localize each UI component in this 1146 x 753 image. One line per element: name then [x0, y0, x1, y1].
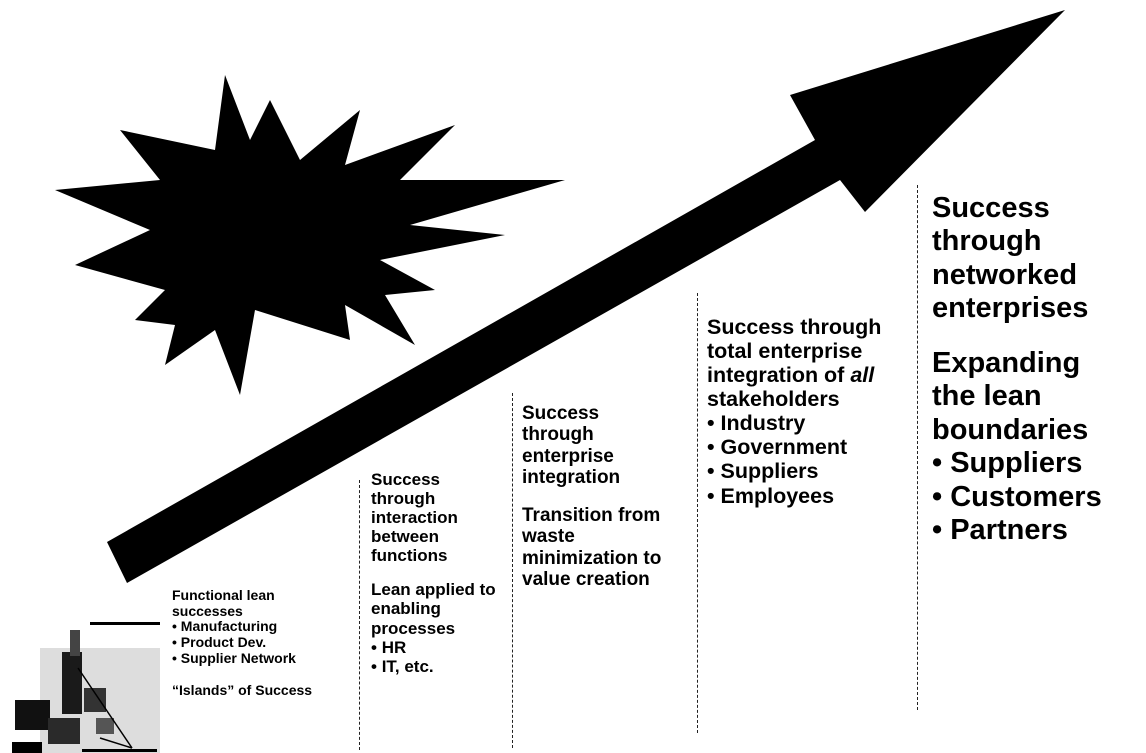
stage-4-heading-em: all	[850, 363, 875, 388]
stage-4-bullets: Industry Government Suppliers Employees	[707, 411, 912, 507]
bullet-employees: Employees	[707, 484, 912, 508]
stage-2-bullets: HR IT, etc.	[371, 638, 496, 676]
divider-2	[512, 393, 513, 748]
stage-5-sub-heading: Expanding the lean boundaries	[932, 347, 1089, 446]
stage-2-sub-heading: Lean applied to enabling processes	[371, 580, 496, 638]
bullet-suppliers-network: Suppliers	[932, 447, 1144, 480]
bullet-it-etc: IT, etc.	[371, 657, 496, 676]
bullet-hr: HR	[371, 638, 496, 657]
stage-5-heading: Success through networked enterprises	[932, 192, 1089, 325]
divider-4	[917, 185, 918, 710]
bullet-customers: Customers	[932, 481, 1144, 514]
stage-4-text: Success through total enterprise integra…	[707, 315, 912, 508]
bullet-supplier-network: Supplier Network	[172, 650, 312, 667]
stage-3-sub-heading: Transition from waste minimization to va…	[522, 505, 662, 590]
bullet-partners: Partners	[932, 514, 1144, 547]
growth-arrow	[107, 10, 1065, 583]
bullet-government: Government	[707, 435, 912, 459]
stage-3-heading: Success through enterprise integration	[522, 403, 621, 488]
stage-1-heading: Functional lean successes	[172, 587, 275, 619]
stage-1-text: Functional lean successes Manufacturing …	[172, 587, 313, 699]
factory-thumbnail	[12, 622, 160, 753]
stage-3-text: Success through enterprise integration T…	[522, 403, 687, 590]
stage-4-heading-pre: Success through total enterprise integra…	[707, 315, 882, 388]
starburst-shape	[55, 75, 565, 395]
stage-4-heading: Success through total enterprise integra…	[707, 315, 907, 411]
stage-1-bullets: Manufacturing Product Dev. Supplier Netw…	[172, 619, 312, 666]
divider-1	[359, 480, 360, 750]
bullet-product-dev: Product Dev.	[172, 634, 312, 651]
stage-1-footer: “Islands” of Success	[172, 682, 313, 699]
stage-2-text: Success through interaction between func…	[371, 470, 496, 676]
divider-3	[697, 293, 698, 733]
stage-5-text: Success through networked enterprises Ex…	[932, 192, 1144, 547]
stage-4-heading-post: stakeholders	[707, 387, 840, 412]
stage-5-bullets: Suppliers Customers Partners	[932, 447, 1144, 547]
bullet-suppliers: Suppliers	[707, 459, 912, 483]
bullet-industry: Industry	[707, 411, 912, 435]
bullet-manufacturing: Manufacturing	[172, 619, 312, 635]
stage-2-heading: Success through interaction between func…	[371, 470, 458, 566]
